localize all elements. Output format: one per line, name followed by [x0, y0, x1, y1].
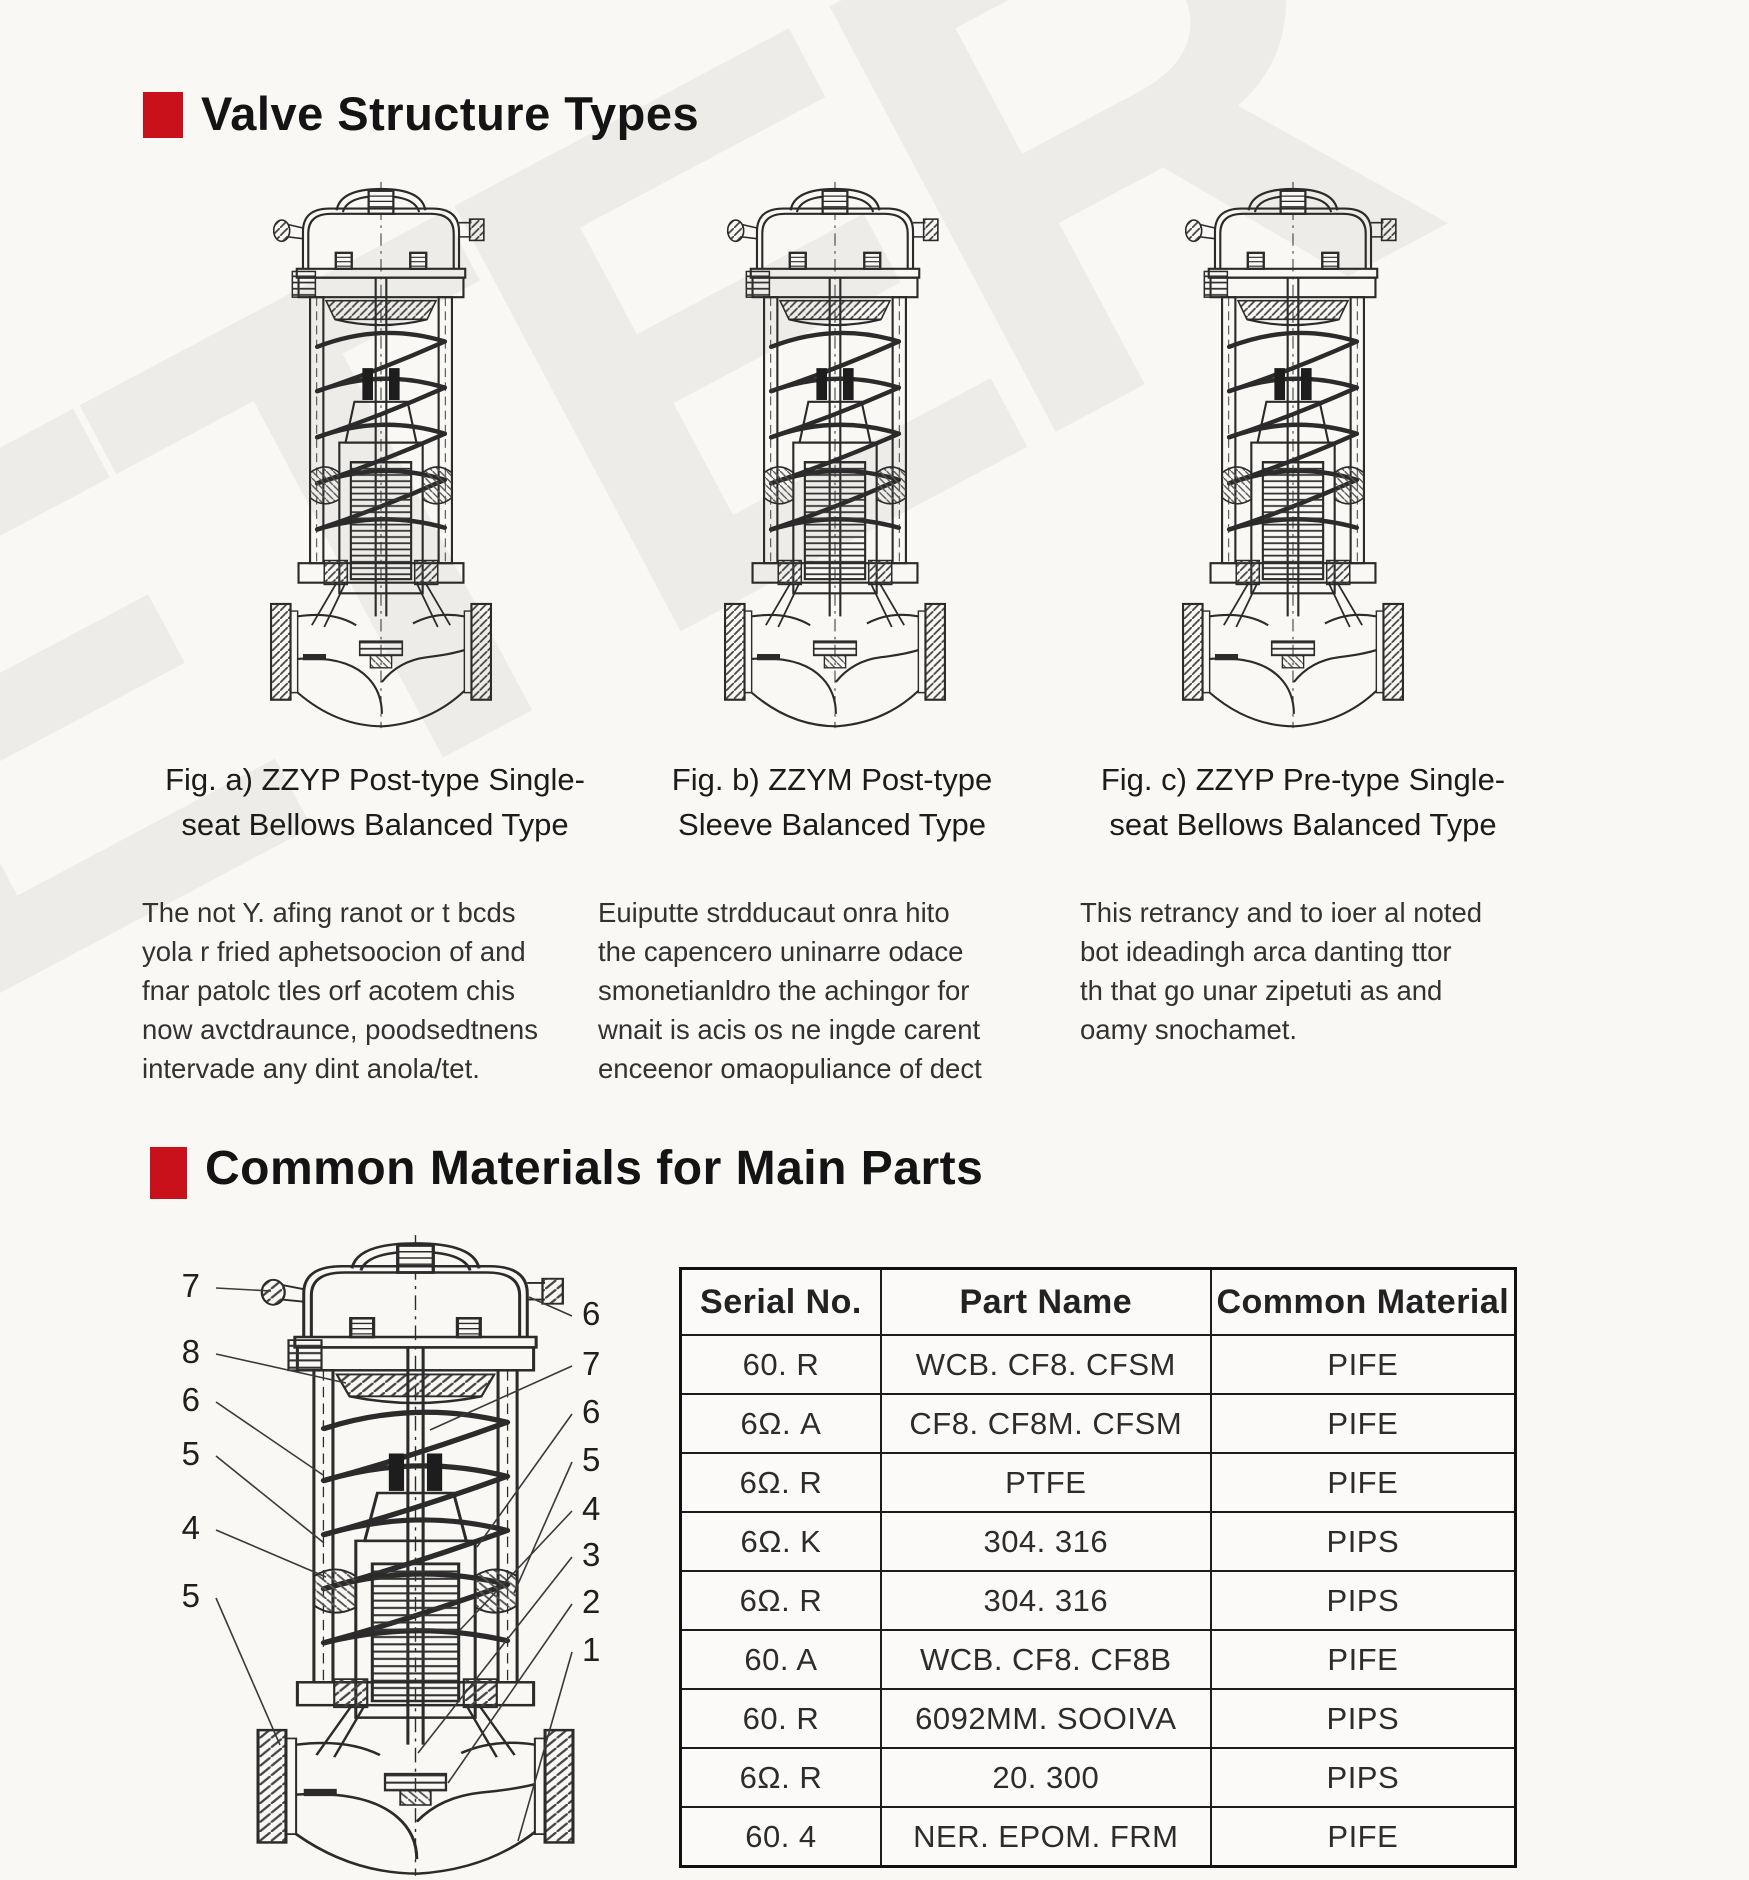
cell-part-name: NER. EPOM. FRM: [879, 1806, 1212, 1868]
cell-common-material: PIPS: [1209, 1511, 1517, 1572]
cell-common-material: PIFE: [1209, 1629, 1517, 1690]
table-row: 6Ω. R PTFE PIFE: [679, 1452, 1517, 1513]
cell-serial-no: 6Ω. R: [679, 1747, 882, 1808]
cell-common-material: PIFE: [1209, 1806, 1517, 1868]
cell-part-name: 304. 316: [879, 1570, 1212, 1631]
callout-layer: 7 8 6 5 4 5 6 7 6 5 4 3 2 1: [182, 1267, 600, 1842]
section-header-materials: Common Materials for Main Parts: [150, 1142, 984, 1199]
cell-serial-no: 6Ω. K: [679, 1511, 882, 1572]
cell-serial-no: 60. A: [679, 1629, 882, 1690]
figure-caption-c: Fig. c) ZZYP Pre-type Single- seat Bello…: [1100, 762, 1506, 842]
cell-common-material: PIPS: [1209, 1747, 1517, 1808]
callout-number: 1: [582, 1631, 600, 1668]
header-part-name: Part Name: [879, 1267, 1212, 1336]
table-row: 6Ω. K 304. 316 PIPS: [679, 1511, 1517, 1572]
cell-part-name: 6092MM. SOOIVA: [879, 1688, 1212, 1749]
cell-serial-no: 60. R: [679, 1334, 882, 1395]
section-title: Valve Structure Types: [201, 87, 700, 140]
table-row: 6Ω. A CF8. CF8M. CFSM PIFE: [679, 1393, 1517, 1454]
valve-diagram-fig-c: [1160, 162, 1426, 748]
cell-common-material: PIPS: [1209, 1688, 1517, 1749]
callout-number: 4: [582, 1490, 600, 1527]
cell-common-material: PIFE: [1209, 1452, 1517, 1513]
cell-part-name: 20. 300: [879, 1747, 1212, 1808]
figure-description-c: This retrancy and to ioer al noted bot i…: [1080, 897, 1483, 1046]
cell-serial-no: 6Ω. R: [679, 1570, 882, 1631]
table-row: 60. R 6092MM. SOOIVA PIPS: [679, 1688, 1517, 1749]
header-common-material: Common Material: [1209, 1267, 1517, 1336]
table-header-row: Serial No. Part Name Common Material: [679, 1267, 1517, 1336]
table-row: 60. A WCB. CF8. CF8B PIFE: [679, 1629, 1517, 1690]
callout-number: 5: [182, 1435, 200, 1472]
cell-serial-no: 60. R: [679, 1688, 882, 1749]
cell-common-material: PIFE: [1209, 1334, 1517, 1395]
cell-part-name: WCB. CF8. CF8B: [879, 1629, 1212, 1690]
figure-caption-b: Fig. b) ZZYM Post-type Sleeve Balanced T…: [671, 762, 993, 842]
callout-number: 3: [582, 1536, 600, 1573]
red-square-marker: [143, 92, 183, 138]
callout-number: 7: [582, 1345, 600, 1382]
cell-part-name: PTFE: [879, 1452, 1212, 1513]
callout-number: 4: [182, 1509, 200, 1546]
valve-diagram-fig-a: [248, 162, 514, 748]
callout-number: 5: [182, 1577, 200, 1614]
callout-number: 7: [182, 1267, 200, 1304]
figure-caption-a: Fig. a) ZZYP Post-type Single- seat Bell…: [165, 762, 585, 842]
table-row: 6Ω. R 20. 300 PIPS: [679, 1747, 1517, 1808]
table-row: 6Ω. R 304. 316 PIPS: [679, 1570, 1517, 1631]
cell-serial-no: 6Ω. R: [679, 1452, 882, 1513]
red-square-marker: [150, 1147, 187, 1199]
cell-common-material: PIPS: [1209, 1570, 1517, 1631]
figure-description-b: Euiputte strdducaut onra hito the capenc…: [598, 897, 982, 1085]
cell-common-material: PIFE: [1209, 1393, 1517, 1454]
header-serial-no: Serial No.: [679, 1267, 882, 1336]
callout-number: 5: [582, 1441, 600, 1478]
table-row: 60. 4 NER. EPOM. FRM PIFE: [679, 1806, 1517, 1868]
callout-number: 6: [582, 1393, 600, 1430]
cell-serial-no: 60. 4: [679, 1806, 882, 1868]
cell-part-name: CF8. CF8M. CFSM: [879, 1393, 1212, 1454]
callout-number: 8: [182, 1333, 200, 1370]
figure-description-a: The not Y. afing ranot or t bcds yola r …: [142, 897, 538, 1085]
valve-parts-diagram: 7 8 6 5 4 5 6 7 6 5 4 3 2 1: [182, 1225, 600, 1880]
callout-number: 2: [582, 1583, 600, 1620]
callout-number: 6: [582, 1295, 600, 1332]
cell-part-name: WCB. CF8. CFSM: [879, 1334, 1212, 1395]
table-row: 60. R WCB. CF8. CFSM PIFE: [679, 1334, 1517, 1395]
valve-diagram-fig-b: [702, 162, 968, 748]
materials-table: Serial No. Part Name Common Material 60.…: [679, 1267, 1517, 1868]
section-title: Common Materials for Main Parts: [205, 1142, 984, 1195]
cell-part-name: 304. 316: [879, 1511, 1212, 1572]
cell-serial-no: 6Ω. A: [679, 1393, 882, 1454]
callout-number: 6: [182, 1381, 200, 1418]
section-header-valve-types: Valve Structure Types: [143, 88, 699, 140]
